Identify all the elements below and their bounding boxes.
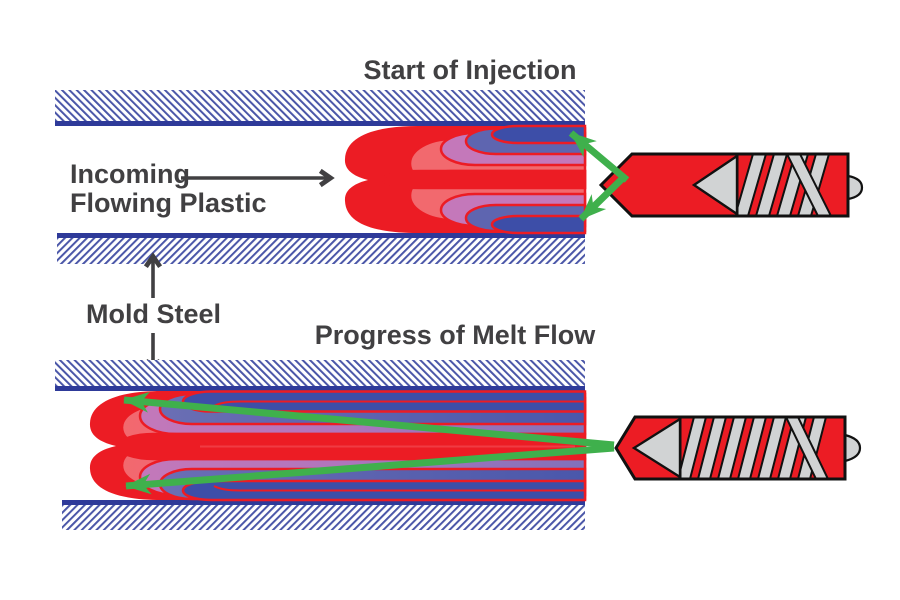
label-incoming-line2: Flowing Plastic: [70, 187, 267, 218]
start-of-injection-diagram: [55, 90, 864, 264]
screw-flights: [738, 155, 832, 215]
mold-steel-lower-bar: [57, 233, 585, 264]
mold-steel-upper-bar: [55, 360, 585, 391]
title-progress-of-melt-flow: Progress of Melt Flow: [314, 320, 596, 350]
injection-screw-icon: [614, 415, 862, 481]
mold-steel-lower-bar: [62, 500, 585, 530]
melt-flow-front-progress: [89, 390, 587, 502]
label-incoming-line1: Incoming: [70, 159, 190, 189]
label-incoming-flowing-plastic: Incoming Flowing Plastic: [70, 160, 267, 218]
mold-steel-upper-bar: [55, 90, 585, 126]
title-start-of-injection: Start of Injection: [363, 55, 577, 85]
screw-flights: [681, 418, 829, 478]
label-mold-steel: Mold Steel: [86, 299, 222, 329]
green-flow-arrow-icon: [123, 391, 615, 495]
green-flow-arrow-icon: [568, 130, 630, 222]
injection-screw-icon: [598, 152, 864, 218]
progress-of-melt-flow-diagram: [55, 360, 862, 530]
melt-flow-front-start: [344, 124, 587, 235]
